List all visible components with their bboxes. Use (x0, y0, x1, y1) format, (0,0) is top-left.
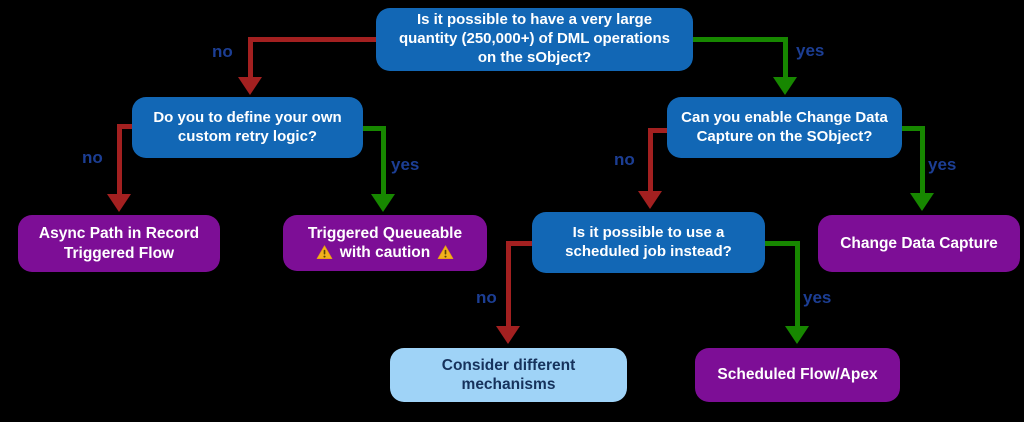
node-text: Can you enable Change Data Capture on th… (681, 108, 888, 145)
caution-row: with caution (316, 243, 454, 262)
arrowhead-icon (496, 326, 520, 344)
node-result-change-data-capture: Change Data Capture (818, 215, 1020, 272)
edge-line (795, 241, 800, 327)
arrowhead-icon (371, 194, 395, 212)
arrowhead-icon (773, 77, 797, 95)
edge-line (920, 126, 925, 194)
node-question-retry-logic: Do you to define your own custom retry l… (132, 97, 363, 158)
node-text: Triggered Queueable (307, 224, 463, 242)
node-text: Consider different mechanisms (441, 356, 576, 393)
edge-label-yes: yes (796, 41, 825, 60)
edge-line (648, 128, 669, 133)
edge-label-yes: yes (928, 155, 957, 174)
edge-line (783, 37, 788, 78)
node-text: Scheduled Flow/Apex (717, 366, 878, 384)
node-text: Is it possible to have a very large quan… (398, 11, 671, 66)
node-text: Do you to define your own custom retry l… (153, 108, 342, 145)
edge-line (362, 126, 386, 131)
edge-label-no: no (614, 150, 635, 169)
edge-line (381, 126, 386, 195)
node-text: Is it possible to use a scheduled job in… (565, 223, 732, 260)
node-text: Async Path in Record Triggered Flow (38, 225, 200, 262)
arrowhead-icon (785, 326, 809, 344)
node-result-scheduled-flow-apex: Scheduled Flow/Apex (695, 348, 900, 402)
warning-icon (316, 245, 333, 260)
edge-line (900, 126, 925, 131)
arrowhead-icon (910, 193, 934, 211)
node-question-scheduled-job: Is it possible to use a scheduled job in… (532, 212, 765, 273)
arrowhead-icon (107, 194, 131, 212)
node-result-triggered-queueable: Triggered Queueable with caution (283, 215, 487, 271)
node-text: with caution (339, 244, 431, 261)
edge-line (648, 128, 653, 192)
edge-label-yes: yes (391, 155, 420, 174)
edge-line (692, 37, 788, 42)
edge-line (117, 124, 134, 129)
warning-icon (437, 245, 454, 260)
node-question-dml-volume: Is it possible to have a very large quan… (376, 8, 693, 71)
edge-label-no: no (212, 42, 233, 61)
node-info-consider-mechanisms: Consider different mechanisms (390, 348, 627, 402)
arrowhead-icon (238, 77, 262, 95)
arrowhead-icon (638, 191, 662, 209)
edge-label-no: no (82, 148, 103, 167)
edge-line (506, 241, 511, 327)
edge-line (248, 37, 377, 42)
edge-line (763, 241, 800, 246)
edge-line (117, 124, 122, 195)
edge-label-no: no (476, 288, 497, 307)
edge-line (506, 241, 534, 246)
node-result-async-path: Async Path in Record Triggered Flow (18, 215, 220, 272)
edge-label-yes: yes (803, 288, 832, 307)
node-question-enable-cdc: Can you enable Change Data Capture on th… (667, 97, 902, 158)
edge-line (248, 37, 253, 78)
node-text: Change Data Capture (840, 234, 998, 252)
